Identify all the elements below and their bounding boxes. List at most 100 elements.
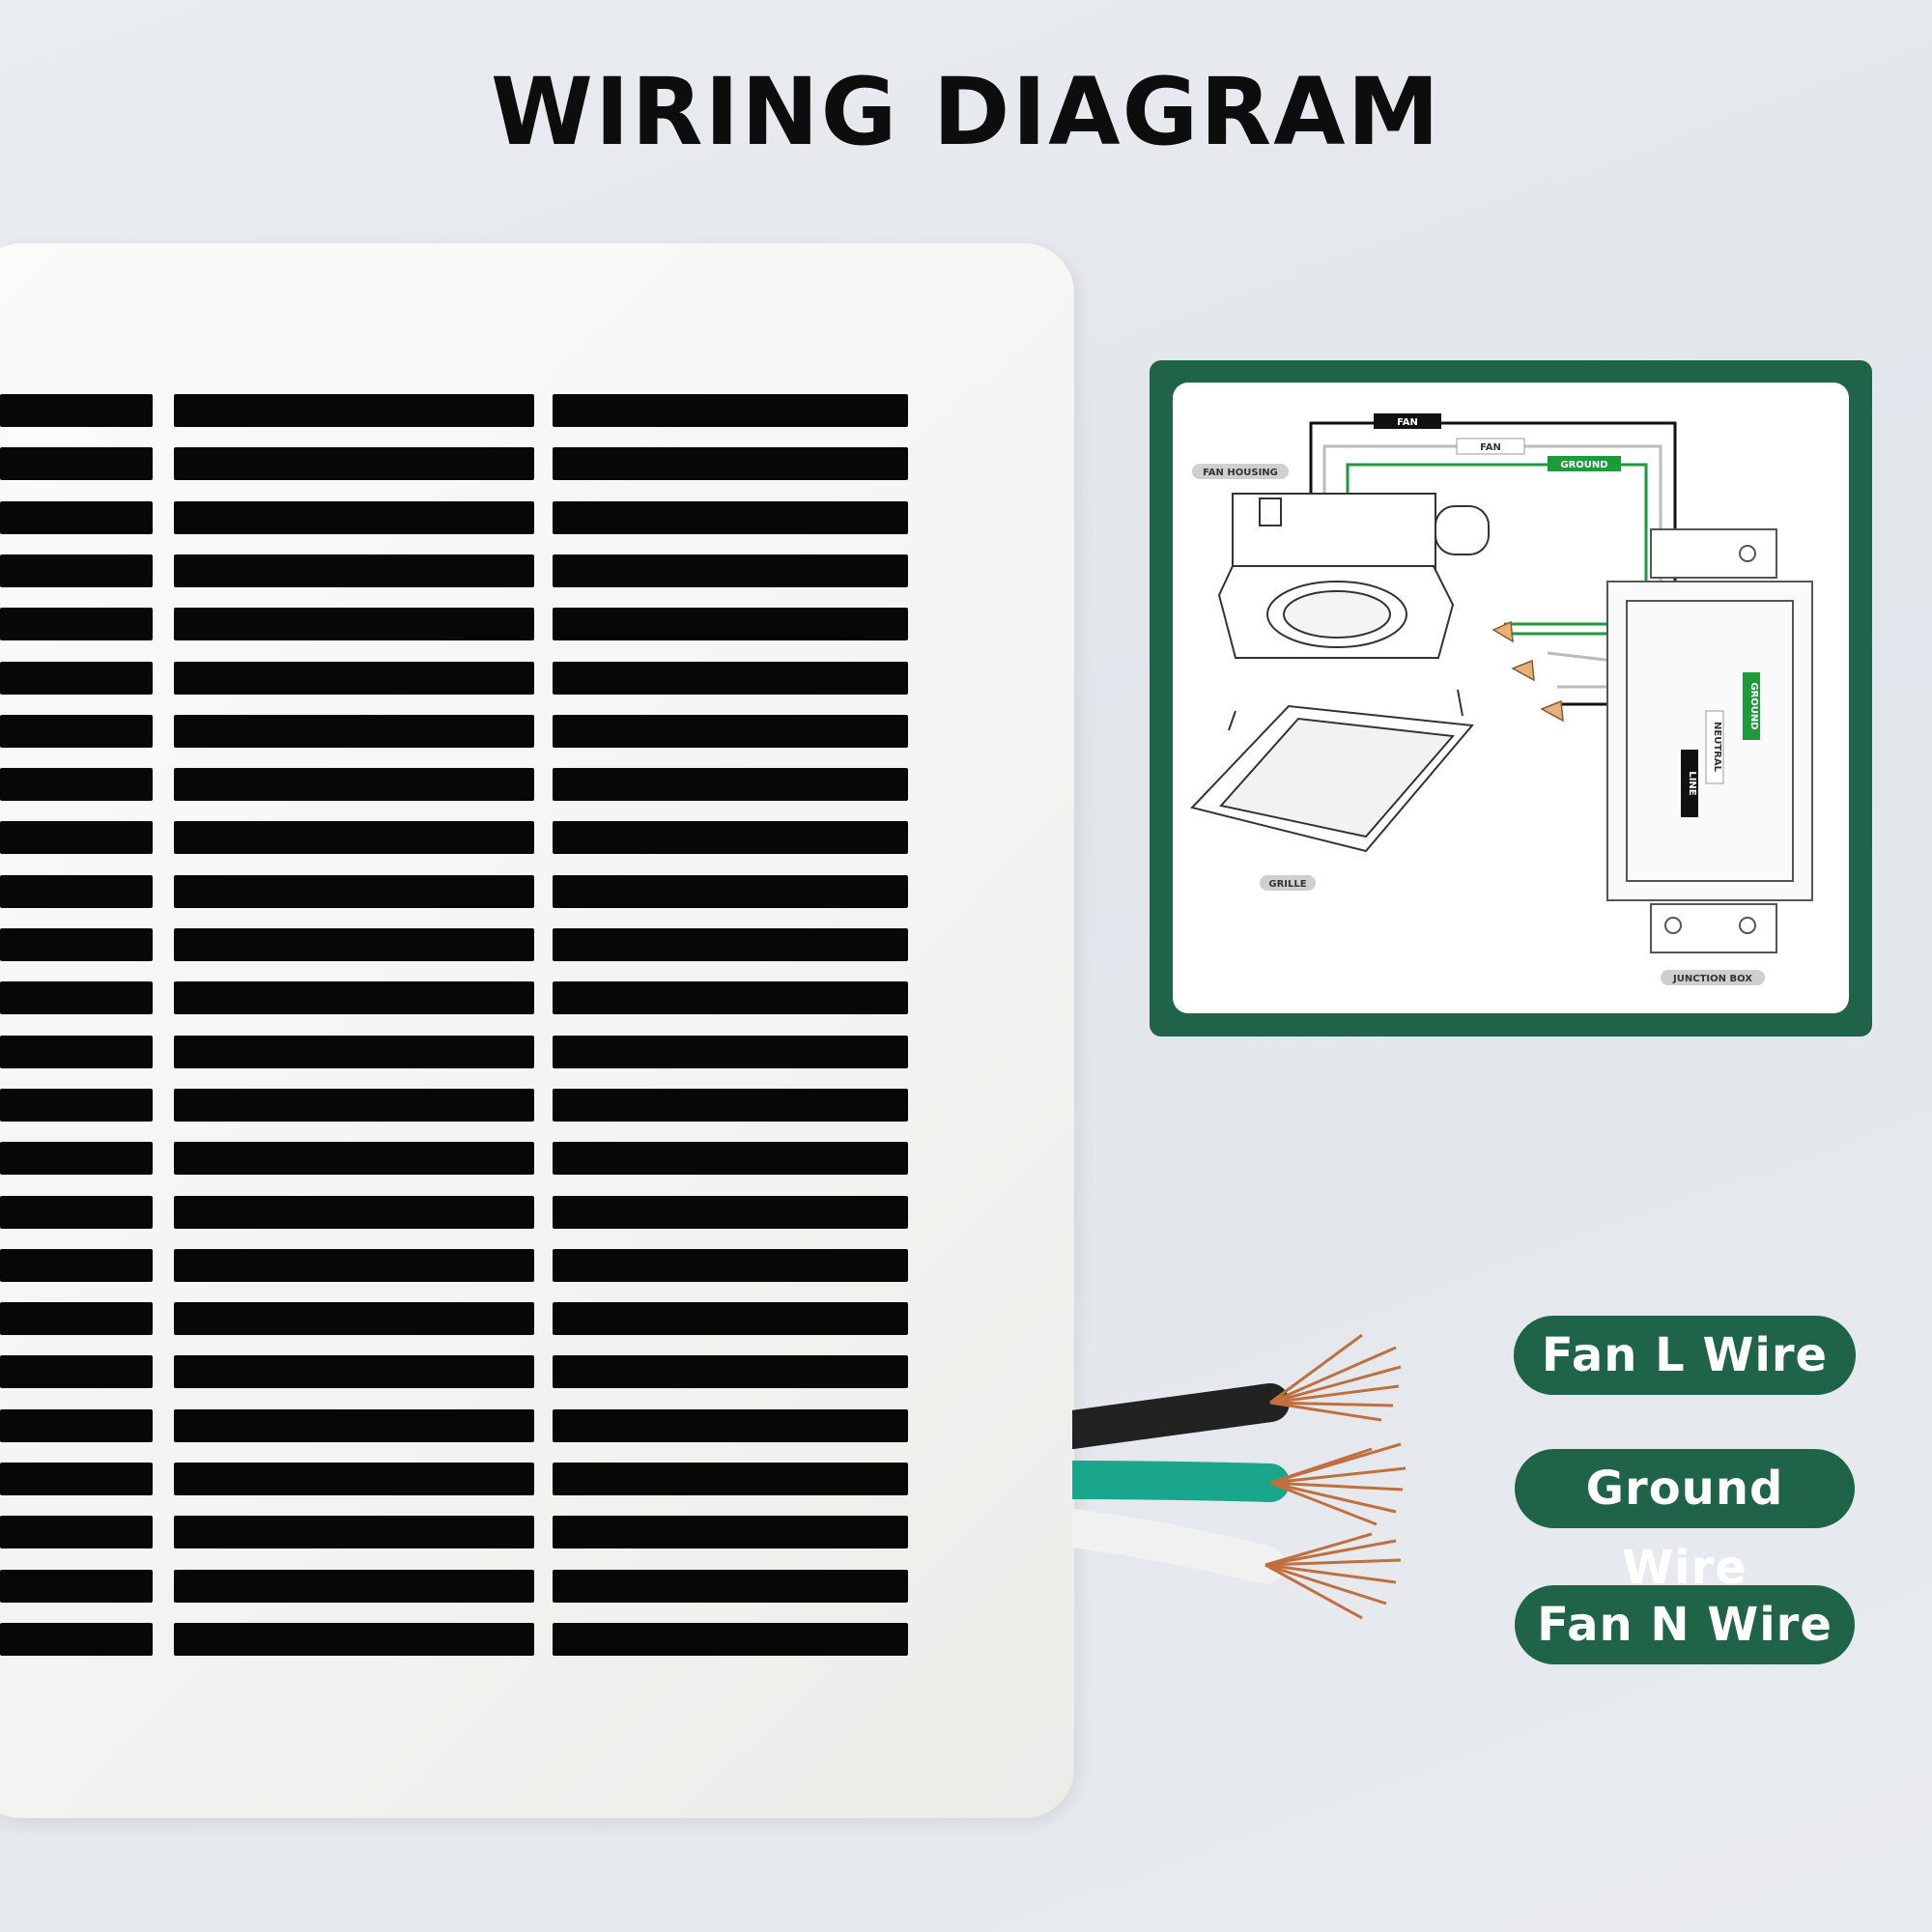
grille-slot (553, 608, 908, 640)
fan-n-wire-label: Fan N Wire (1515, 1585, 1855, 1664)
wire-nuts (1492, 620, 1564, 723)
neutral-tag-text: NEUTRAL (1712, 722, 1722, 773)
fan-tag-second-text: FAN (1480, 442, 1501, 453)
fan-housing-tag (1192, 464, 1289, 479)
grille-slot (553, 1089, 908, 1122)
grille-slot (553, 554, 908, 587)
fan-grille (0, 394, 913, 1660)
grille-slot (0, 1196, 153, 1229)
grille-slot (553, 1142, 908, 1175)
grille-tag (1260, 875, 1316, 891)
grille-slot (0, 447, 153, 480)
ground-wire-label: Ground Wire (1515, 1449, 1855, 1595)
grille-drawing (1190, 689, 1474, 853)
grille-slot (174, 1516, 534, 1548)
ground-wire-strand (1072, 1442, 1406, 1526)
grille-slot (174, 928, 534, 961)
fan-tag-top-text: FAN (1397, 417, 1418, 428)
grille-slot (0, 1409, 153, 1442)
grille-slot (0, 662, 153, 695)
grille-slot (0, 1249, 153, 1282)
grille-slot (0, 554, 153, 587)
grille-slot (553, 447, 908, 480)
neutral-tag (1705, 710, 1724, 784)
line-tag-text: LINE (1687, 771, 1697, 795)
grille-slot (553, 715, 908, 748)
grille-slot (0, 1463, 153, 1495)
grille-slot (174, 821, 534, 854)
grille-slot (0, 768, 153, 801)
junction-box-tag (1661, 970, 1765, 985)
grille-slot (0, 1355, 153, 1388)
grille-slot (174, 662, 534, 695)
grille-slot (174, 1355, 534, 1388)
grille-slot (174, 1302, 534, 1335)
grille-slot (553, 1409, 908, 1442)
fan-housing-drawing (1217, 493, 1490, 659)
ground-tag-side (1743, 672, 1760, 740)
grille-slot (553, 1623, 908, 1656)
ground-tag-top-text: GROUND (1560, 460, 1607, 470)
grille-slot (553, 1516, 908, 1548)
grille-slot (174, 1196, 534, 1229)
grille-slot (553, 1036, 908, 1068)
grille-slot (174, 1142, 534, 1175)
neutral-wire-strand (1072, 1509, 1402, 1620)
ground-tag-top (1548, 456, 1621, 471)
grille-slot (0, 715, 153, 748)
page-title: WIRING DIAGRAM (490, 58, 1442, 166)
junction-box-tag-text: JUNCTION BOX (1672, 974, 1752, 984)
junction-box-drawing (1606, 528, 1813, 953)
grille-slot (174, 1036, 534, 1068)
grille-slot (0, 1623, 153, 1656)
grille-slot (174, 1463, 534, 1495)
line-wire-strand (1072, 1333, 1402, 1449)
grille-slot (0, 875, 153, 908)
exposed-wires (1072, 1333, 1406, 1620)
grille-slot (0, 821, 153, 854)
grille-slot (0, 501, 153, 534)
fan-tag-top (1374, 413, 1441, 429)
grille-slot (0, 1142, 153, 1175)
grille-slot (553, 501, 908, 534)
grille-slot (174, 1623, 534, 1656)
grille-slot (174, 875, 534, 908)
grille-slot (174, 608, 534, 640)
grille-slot (553, 1302, 908, 1335)
grille-slot (0, 1570, 153, 1603)
grille-slot (174, 981, 534, 1014)
ground-tag-side-text: GROUND (1748, 682, 1759, 729)
grille-slot (174, 447, 534, 480)
grille-slot (553, 1355, 908, 1388)
grille-slot (174, 768, 534, 801)
grille-slot (0, 1516, 153, 1548)
grille-slot (553, 662, 908, 695)
wiring-diagram-svg: FAN FAN GROUND FAN HOUSING (1190, 413, 1813, 985)
wiring-diagram-frame: FAN FAN GROUND FAN HOUSING (1150, 360, 1872, 1037)
grille-slot (174, 394, 534, 427)
grille-slot (174, 1409, 534, 1442)
line-tag (1681, 750, 1698, 817)
fan-housing-tag-text: FAN HOUSING (1203, 468, 1278, 478)
grille-slot (174, 1570, 534, 1603)
fan-l-wire-label: Fan L Wire (1514, 1316, 1856, 1395)
grille-slot (553, 1570, 908, 1603)
grille-slot (0, 608, 153, 640)
grille-slot (0, 1302, 153, 1335)
grille-slot (0, 981, 153, 1014)
grille-slot (174, 501, 534, 534)
grille-slot (553, 1196, 908, 1229)
grille-slot (0, 1089, 153, 1122)
grille-slot (0, 1036, 153, 1068)
grille-slot (553, 1463, 908, 1495)
grille-slot (553, 394, 908, 427)
grille-slot (553, 981, 908, 1014)
grille-slot (174, 1249, 534, 1282)
grille-slot (0, 394, 153, 427)
grille-slot (553, 1249, 908, 1282)
ground-wire-top (1346, 463, 1648, 626)
grille-slot (174, 715, 534, 748)
grille-tag-text: GRILLE (1268, 879, 1306, 890)
grille-slot (553, 821, 908, 854)
grille-slot (0, 928, 153, 961)
